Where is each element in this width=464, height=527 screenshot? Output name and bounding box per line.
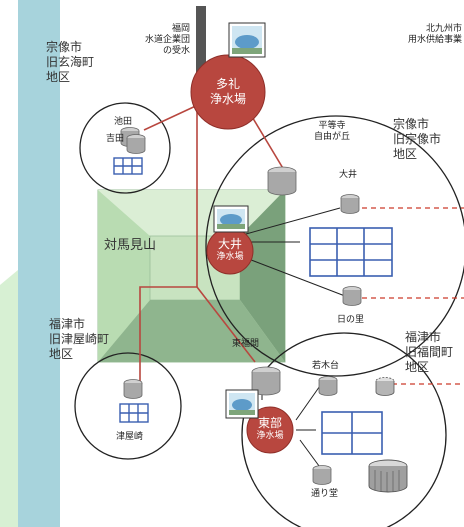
circle-genkai [79, 102, 171, 194]
tank-tsuyazaki [123, 379, 143, 399]
grid-tsuyazaki [119, 403, 149, 423]
sea-strip [18, 0, 60, 527]
facility-higashi-fukuma-label: 東福間 [232, 339, 260, 349]
facility-ikeda-label: 池田 [114, 117, 133, 127]
plant-tare [190, 54, 266, 130]
plant-oi-label: 大井 [217, 237, 242, 251]
region-tsuyazaki-label: 福津市 旧津屋崎町 地区 [49, 317, 110, 361]
facility-oi-label: 大井 [339, 170, 358, 180]
photo-oi [213, 205, 249, 233]
facility-hinosato-label: 日の里 [337, 315, 365, 325]
trunk-pipe [196, 6, 206, 78]
circle-tsuyazaki [74, 352, 182, 460]
grid-munakata [309, 227, 393, 277]
source-kitakyushu-label: 北九州市 用水供給事業 [407, 24, 462, 45]
grid-fukuma [321, 411, 383, 455]
photo-tobu [225, 389, 259, 419]
tank-hinosato [342, 286, 362, 306]
region-munakata-label: 宗像市 旧宗像市 地区 [393, 117, 442, 161]
mountain-label: 対馬見山 [104, 238, 157, 253]
dashed-lines [362, 207, 464, 385]
region-genkai-label: 宗像市 旧玄海町 地区 [46, 40, 95, 84]
plant-tobu-label: 東部 [257, 416, 282, 430]
grid-yoshida [113, 157, 143, 175]
plant-tobu-sublabel: 浄水場 [256, 431, 284, 441]
mountain-shape [97, 189, 286, 363]
circle-munakata [205, 115, 464, 377]
coast-green [0, 270, 18, 527]
connector-lines [245, 207, 346, 471]
facility-yoshida-label: 吉田 [106, 134, 125, 144]
tank-oi [340, 194, 360, 214]
plant-oi-sublabel: 浄水場 [216, 252, 244, 262]
tank-heiwaji [267, 166, 297, 196]
circle-fukuma [241, 332, 447, 527]
facility-tsuyazaki-label: 津屋崎 [116, 432, 144, 442]
region-fukuma-label: 福津市 旧福間町 地区 [405, 330, 454, 374]
tank-fukuma-right [375, 377, 395, 396]
facility-heiwaji-label: 平等寺 自由が丘 [313, 121, 350, 142]
tank-large-right [368, 459, 408, 493]
source-fukuoka-label: 福岡 水道企業団 の受水 [144, 24, 190, 56]
facility-wakagidai-label: 若木台 [312, 361, 340, 371]
photo-tare [228, 22, 266, 58]
facility-nunodo-label: 通り堂 [311, 489, 339, 499]
plant-tare-label: 多礼 浄水場 [209, 77, 246, 106]
tank-yoshida [126, 134, 146, 154]
tank-nunodo [312, 465, 332, 485]
tank-wakagidai [318, 376, 338, 396]
